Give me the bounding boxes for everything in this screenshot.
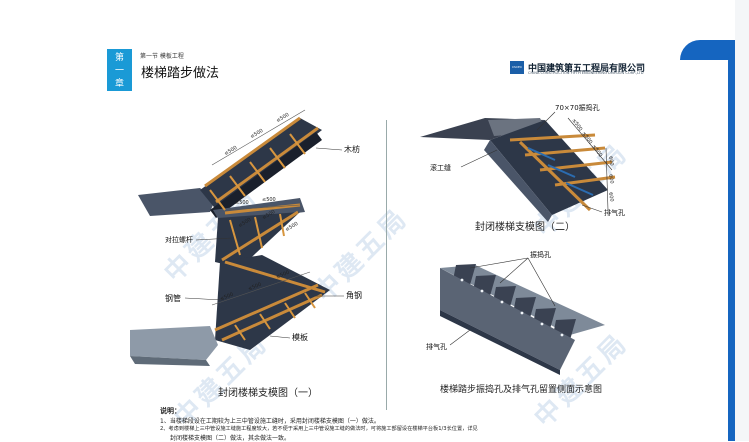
dimension-label: ≤500 [235,200,249,206]
label-zhendao: 振捣孔 [530,251,551,259]
notes-line: 封闭楼梯支模图（二）做法，其余做法一致。 [170,435,291,442]
bottom-slab [130,326,218,360]
top-slab [138,188,215,216]
label-gangguan: 钢管 [165,294,181,303]
label-jiaogang: 角钢 [346,291,362,300]
label-fangmu: 70×70振捣孔 [555,104,600,112]
notes-title: 说明： [160,407,181,415]
notes-line: 2、考虑到楼梯上三中管设施工缝施工程度较大，若不便于采用上三中管设施工缝的做法时… [160,426,478,432]
label-mufang: 木枋 [344,145,360,154]
upper-flight [200,118,322,212]
section-subtitle: 第一节 模板工程 [140,53,184,60]
page-edge [735,0,749,441]
middle-flight [215,212,300,268]
company-name-en: CHINA CONSTRUCTION FIFTH ENGINEERING DIV… [528,71,644,75]
chapter-text: 第 [114,53,124,63]
label-paiqi: 排气孔 [604,209,625,217]
dimension-label: ≤500 [262,197,276,203]
chapter-text: 章 [114,79,124,89]
label-duila: 对拉螺杆 [165,236,193,244]
figure1-caption: 封闭楼梯支模图（一） [218,388,318,399]
label-muban: 模板 [292,333,308,342]
page-title: 楼梯踏步做法 [141,66,220,81]
company-logo-icon: CSCEC [510,61,524,74]
notes-line: 1、当楼梯段设在工期较为上三中管设施工缝时，采用封闭楼梯支模图（一）做法。 [160,418,380,425]
label-pingtai: 滚工缝 [430,164,451,172]
label-paiqi-3: 排气孔 [426,343,447,351]
figure2-caption: 封闭楼梯支模图（二） [475,222,575,233]
chapter-badge: 第 一 章 [107,49,132,91]
company-name: 中国建筑第五工程局有限公司 [528,64,646,74]
lower-flight [215,255,330,350]
chapter-text: 一 [114,66,124,76]
figure3-caption: 楼梯踏步振捣孔及排气孔留置侧面示意图 [440,385,603,395]
column-divider [386,120,387,410]
